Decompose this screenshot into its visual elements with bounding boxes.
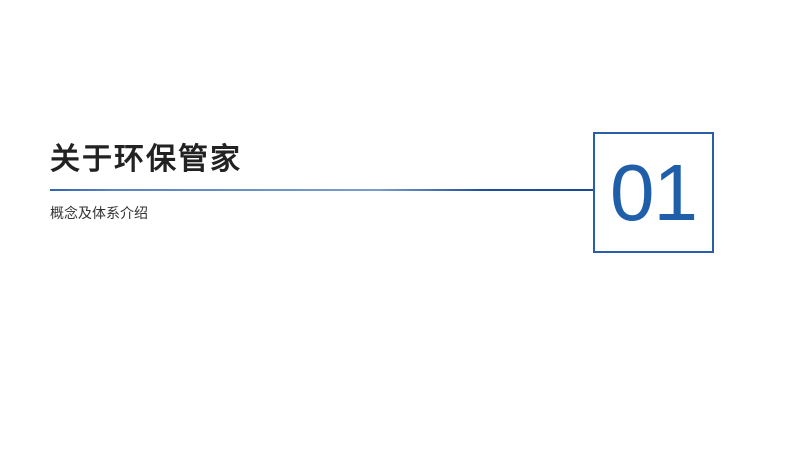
section-number: 01: [610, 147, 698, 237]
slide-title: 关于环保管家: [50, 142, 242, 177]
section-number-box: 01: [593, 132, 714, 253]
title-divider: [50, 189, 594, 191]
slide-subtitle: 概念及体系介绍: [50, 206, 148, 222]
